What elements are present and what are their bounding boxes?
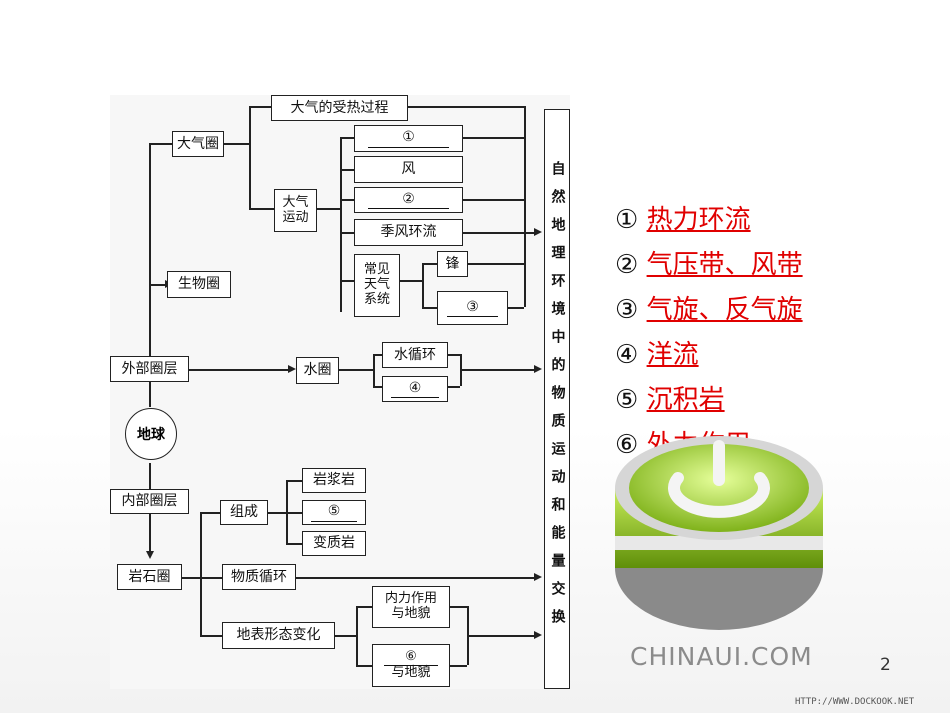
landform-change-node: 地表形态变化 [222,622,335,649]
connector [339,369,373,371]
brand-logo-text: CHINAUI.COM [630,642,813,671]
connector [524,232,536,234]
material-cycle-node: 物质循环 [222,564,296,590]
connector [149,514,151,551]
connector [448,354,460,356]
metamorphic-rock-node: 变质岩 [302,531,366,556]
front-node: 锋 [437,251,468,277]
connector [508,307,524,309]
arrow [288,365,296,373]
connector [340,169,354,171]
connector [224,143,249,145]
connector [149,463,151,489]
power-ring-icon [615,436,823,630]
connector [467,635,536,637]
connector [422,263,424,307]
answer-item: ① 热力环流 [615,205,751,235]
composition-node: 组成 [220,500,268,525]
connector [149,143,172,145]
weather-systems-node: 常见天气系统 [354,254,400,317]
connector [463,137,524,139]
connector [340,137,354,139]
connector [149,284,167,286]
connector [356,606,372,608]
blank-2: ② [354,187,463,213]
connector [373,354,382,356]
connector [149,143,151,361]
blank-1: ① [354,125,463,152]
answer-item: ④ 洋流 [615,340,699,370]
connector [422,307,437,309]
atmosphere-node: 大气圈 [172,131,224,157]
connector [182,577,200,579]
connector [340,199,354,201]
connector [249,208,274,210]
heating-process-node: 大气的受热过程 [271,95,408,121]
blank-4: ④ [382,376,448,402]
connector [286,480,288,543]
watermark-url: HTTP://WWW.DOCKOOK.NET [795,697,915,707]
connector [373,386,382,388]
connector [340,137,342,312]
connector [468,263,524,265]
connector [317,208,340,210]
connector [450,665,467,667]
arrow [534,573,542,581]
connector [286,512,302,514]
internal-force-node: 内力作用与地貌 [372,586,450,628]
arrow [146,551,154,559]
connector [335,635,356,637]
page-number: 2 [880,655,891,675]
connector [286,543,302,545]
inner-sphere-node: 内部圈层 [110,489,189,514]
connector [340,232,354,234]
water-cycle-node: 水循环 [382,342,448,368]
biosphere-node: 生物圈 [167,271,231,298]
connector [189,369,290,371]
connector [400,280,422,282]
connector [200,635,222,637]
connector [463,232,524,234]
connector [422,263,437,265]
monsoon-node: 季风环流 [354,219,463,246]
connector [249,106,251,208]
connector [524,106,526,307]
knowledge-diagram: 大气圈 生物圈 大气的受热过程 大气运动 ① 风 ② 季风环流 常见天气系统 锋… [110,95,570,689]
lithosphere-node: 岩石圈 [117,564,182,590]
blank-5: ⑤ [302,500,366,525]
connector [296,577,536,579]
energy-exchange-node: 自然地理环境中的物质运动和能量交换 [544,109,570,689]
connector [356,665,372,667]
connector [340,280,354,282]
arrow [534,228,542,236]
arrow [534,365,542,373]
answer-item: ⑤ 沉积岩 [615,385,725,415]
connector [268,512,286,514]
answer-item: ③ 气旋、反气旋 [615,295,803,325]
connector [200,512,202,635]
connector [460,369,536,371]
atmospheric-motion-node: 大气运动 [274,189,317,232]
blank-6-node: ⑥ 与地貌 [372,644,450,687]
connector [408,106,524,108]
answer-item: ② 气压带、风带 [615,250,803,280]
connector [149,369,151,407]
connector [463,199,524,201]
blank-3: ③ [437,291,508,325]
connector [450,606,467,608]
arrow [534,631,542,639]
outer-sphere-node: 外部圈层 [110,356,189,382]
wind-node: 风 [354,156,463,183]
connector [200,577,222,579]
connector [200,512,220,514]
igneous-rock-node: 岩浆岩 [302,468,366,493]
connector [448,386,460,388]
connector [373,354,375,386]
earth-node: 地球 [125,408,177,460]
connector [356,606,358,665]
hydrosphere-node: 水圈 [296,357,339,384]
connector [249,106,271,108]
connector [286,480,302,482]
